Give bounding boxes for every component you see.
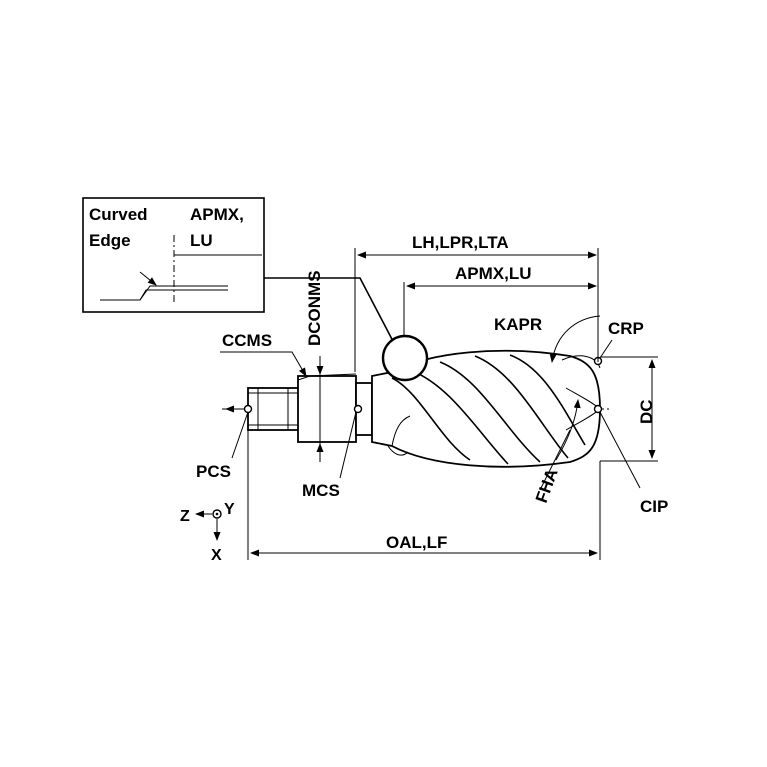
inset-label-edge: Edge xyxy=(89,231,131,250)
inset-label-apmx: APMX, xyxy=(190,205,244,224)
label-apmx-lu: APMX,LU xyxy=(455,264,532,283)
tool-shank xyxy=(247,373,373,443)
mcs-point xyxy=(353,404,363,414)
fha-arc xyxy=(555,399,581,461)
shank-collar xyxy=(297,375,357,443)
label-mcs: MCS xyxy=(302,481,340,500)
threaded-stub xyxy=(247,387,301,431)
reference-points xyxy=(243,356,603,414)
axis-symbol: Z Y X xyxy=(180,501,235,564)
inset-label-curved: Curved xyxy=(89,205,148,224)
detail-circle xyxy=(381,334,429,382)
inset-edge-profile-inner xyxy=(139,289,228,301)
label-lh-lpr-lta: LH,LPR,LTA xyxy=(412,233,509,252)
detail-leader-line xyxy=(264,277,396,346)
inset-label-lu: LU xyxy=(190,231,213,250)
tool-flute-body xyxy=(371,349,601,468)
label-ccms: CCMS xyxy=(222,331,272,350)
label-dconms: DCONMS xyxy=(305,270,324,346)
axis-label-x: X xyxy=(211,547,222,564)
dimensions xyxy=(220,248,658,560)
label-fha: FHA xyxy=(532,466,562,505)
axis-label-z: Z xyxy=(180,508,190,525)
label-kapr: KAPR xyxy=(494,315,542,334)
label-cip: CIP xyxy=(640,497,668,516)
pcs-point xyxy=(243,404,253,414)
curved-edge-inset: Curved Edge APMX, LU xyxy=(82,197,265,313)
label-crp: CRP xyxy=(608,319,644,338)
ccms-leader xyxy=(220,351,307,377)
dimension-labels: LH,LPR,LTA APMX,LU DCONMS CCMS KAPR CRP … xyxy=(196,233,668,552)
label-dc: DC xyxy=(637,399,656,424)
kapr-arc xyxy=(549,315,601,363)
inset-edge-arrow xyxy=(139,271,157,286)
label-pcs: PCS xyxy=(196,462,231,481)
inset-frame xyxy=(82,197,265,313)
cip-point xyxy=(593,404,603,414)
label-oal-lf: OAL,LF xyxy=(386,533,447,552)
inset-edge-profile xyxy=(100,285,228,301)
axis-label-y: Y xyxy=(224,501,235,518)
